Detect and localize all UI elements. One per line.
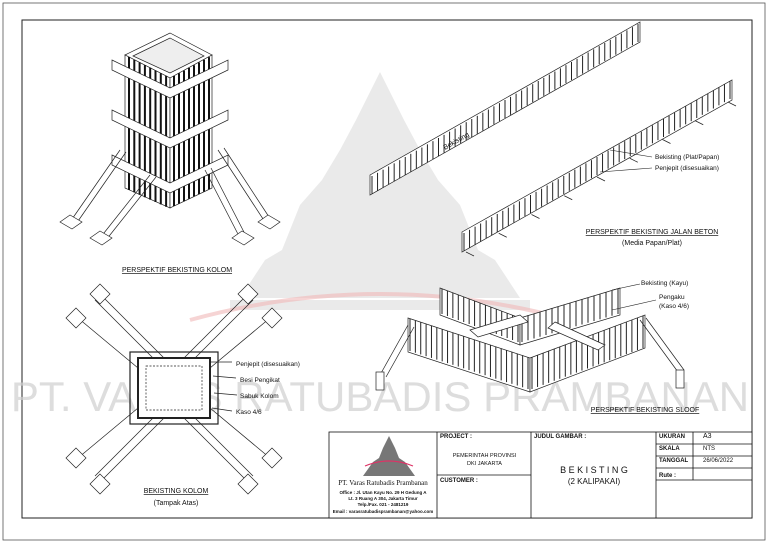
- kolom-plan-drawing: [65, 283, 283, 495]
- ukuran-label: UKURAN: [659, 434, 685, 440]
- kolom-label-penjepit: Penjepit (disesuaikan): [236, 361, 300, 368]
- skala-value: NTS: [703, 446, 715, 452]
- phone-line: Telp./Fax. 021 - 2481219: [357, 502, 409, 507]
- skala-label: SKALA: [659, 446, 680, 452]
- office-line: Office : Jl. Utan Kayu No. 29 H Gedung A: [339, 490, 427, 495]
- kolom-label-besi-pengikat: Besi Pengikat: [240, 377, 280, 384]
- customer-label: CUSTOMER :: [440, 478, 478, 484]
- tanggal-value: 26/06/2022: [703, 458, 734, 464]
- sloof-label-kaso: (Kaso 4/6): [659, 303, 689, 310]
- judul-value-1: B E K I S T I N G: [560, 465, 628, 475]
- hatch-line: [596, 176, 606, 182]
- hatch-line: [531, 214, 540, 219]
- watermark-temple: [230, 72, 530, 310]
- kolom-plan-title: BEKISTING KOLOM: [144, 488, 209, 495]
- project-label: PROJECT :: [440, 434, 473, 440]
- kolom-label-kaso: Kaso 4/6: [236, 409, 262, 416]
- tanggal-label: TANGGAL: [659, 458, 689, 464]
- email-line: Email : varasratubadisprambanan@yahoo.co…: [332, 509, 434, 514]
- hatch-line: [662, 139, 671, 144]
- jalan-label-penjepit: Penjepit (disesuaikan): [655, 165, 719, 172]
- hatch-line: [498, 232, 507, 238]
- judul-value-2: (2 KALIPAKAI): [567, 477, 621, 486]
- judul-label: JUDUL GAMBAR :: [534, 434, 587, 440]
- jalan-label-bekisting: Bekisting (Plat/Papan): [655, 154, 719, 161]
- kolom-perspective-drawing: [59, 32, 281, 246]
- sloof-label-pengaku: Pengaku: [659, 294, 685, 301]
- project-value-2: DKI JAKARTA: [467, 461, 502, 467]
- hatch-line: [727, 101, 737, 107]
- watermark-arc: [189, 292, 571, 322]
- jalan-beton-subtitle: (Media Papan/Plat): [622, 240, 682, 247]
- logo-company-name: PT. Varas Ratubadis Prambanan: [338, 479, 428, 487]
- rute-label: Rute :: [659, 473, 676, 479]
- company-logo: [363, 436, 415, 476]
- kolom-label-sabuk: Sabuk Kolom: [240, 393, 279, 400]
- hatch-line: [465, 251, 475, 257]
- sloof-label-bekisting: Bekisting (Kayu): [641, 280, 688, 287]
- outer-border: [2, 2, 766, 541]
- address-line: Lt. 3 Ruang A 304, Jakarta Timur: [348, 496, 418, 501]
- jalan-beton-drawing: [369, 21, 737, 257]
- jalan-beton-title: PERSPEKTIF BEKISTING JALAN BETON: [586, 229, 719, 236]
- kolom-plan-subtitle: (Tampak Atas): [154, 500, 199, 507]
- project-value-1: PEMERINTAH PROVINSI: [452, 453, 517, 459]
- hatch-line: [695, 120, 704, 126]
- ukuran-value: A3: [703, 433, 712, 440]
- hatch-line: [629, 157, 638, 163]
- sloof-drawing: [375, 287, 685, 393]
- hatch-line: [564, 195, 573, 201]
- kolom-perspective-title: PERSPEKTIF BEKISTING KOLOM: [122, 267, 232, 274]
- sloof-title: PERSPEKTIF BEKISTING SLOOF: [591, 407, 700, 414]
